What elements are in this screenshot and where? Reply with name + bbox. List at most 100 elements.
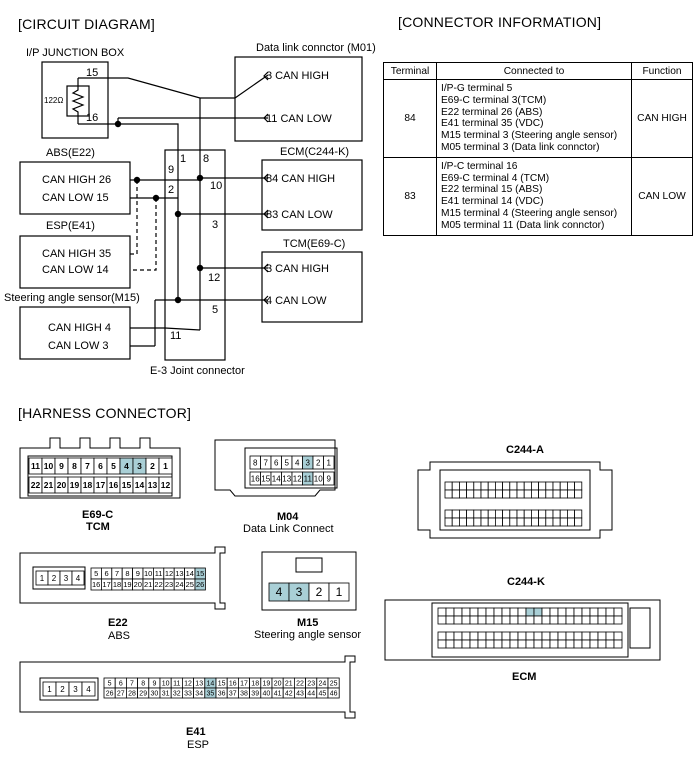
pin-label: 27 [117,690,125,697]
pin-cell [545,517,554,527]
pin-label: 2 [60,685,65,694]
pin-label: 35 [207,690,215,697]
pin-cell [493,631,503,641]
pin-cell [453,631,463,641]
pin-label: 16 [109,480,119,490]
pin-cell [516,489,525,499]
pin-cell [545,509,554,519]
pin-label: 28 [128,690,136,697]
pin-cell [437,615,447,625]
pin-label: 11 [31,461,40,471]
pin-cell [589,631,599,641]
pin-label: 1 [336,585,343,599]
pin-label: 4 [295,458,300,467]
pin-cell [480,509,489,519]
pin-cell [613,615,623,625]
pin-cell [545,489,554,499]
pin-cell [549,639,559,649]
pin-cell [477,615,487,625]
pin-cell [531,481,540,491]
pin-cell [194,578,206,591]
pin-label: 18 [113,580,121,589]
pin-cell [549,615,559,625]
circuit-diagram-heading: [CIRCUIT DIAGRAM] [18,16,155,32]
harness-connector-heading: [HARNESS CONNECTOR] [18,405,192,421]
pin-label: 15 [261,474,270,483]
jc-pin: 3 [212,219,219,231]
pin-cell [487,481,496,491]
pin-label: 16 [229,680,237,687]
pin-label: 15 [122,480,132,490]
pin-label: 19 [70,480,80,490]
conn-line: E41 terminal 14 (VDC) [441,196,544,208]
pin-cell [565,631,575,641]
tcm-title: TCM(E69-C) [283,238,346,250]
pin-cell [437,607,447,617]
pin-cell [458,489,467,499]
pin-cell [71,570,85,586]
pin-cell [516,481,525,491]
conn-line: M05 terminal 3 (Data link connctor) [441,141,600,153]
pin-cell [509,517,518,527]
pin-label: 12 [161,480,171,490]
ip-pin-16: 16 [86,112,99,124]
pin-label: 37 [229,690,237,697]
pin-label: 16 [251,474,260,483]
connector-info-table: Terminal Connected to Function 84 I/P-G … [383,62,693,236]
function-cell: CAN LOW [631,156,693,236]
esp-can-low: CAN LOW 14 [42,264,109,276]
pin-cell [525,615,535,625]
pin-cell [473,517,482,527]
pin-cell [597,607,607,617]
pin-cell [485,615,495,625]
pin-label: 9 [327,474,332,483]
sas-can-high: CAN HIGH 4 [48,322,111,334]
pin-label: 3 [73,685,78,694]
pin-cell [517,631,527,641]
pin-cell [501,607,511,617]
pin-cell [597,639,607,649]
pin-label: 22 [31,480,41,490]
pin-cell [541,615,551,625]
pin-cell [567,517,576,527]
pin-cell [453,615,463,625]
pin-cell [597,631,607,641]
e41-left-frame [39,677,99,701]
ip-junction-box-label: I/P JUNCTION BOX [26,47,125,59]
pin-cell [502,481,511,491]
pin-cell [509,639,519,649]
m04-sub: Data Link Connect [243,523,334,535]
pin-label: 18 [83,480,93,490]
pin-cell [328,582,350,602]
pin-cell [453,607,463,617]
pin-label: 21 [285,680,293,687]
ecm-can-high: 84 CAN HIGH [266,173,336,185]
pin-cell [493,639,503,649]
pin-cell [509,489,518,499]
pin-cell [451,517,460,527]
e22-sub: ABS [108,630,131,642]
m15-latch [295,557,323,573]
pin-label: 13 [175,569,183,578]
pin-cell [525,639,535,649]
pin-label: 14 [207,680,215,687]
pin-cell [509,481,518,491]
pin-label: 12 [184,680,192,687]
pin-label: 6 [98,461,103,471]
pin-label: 2 [150,461,155,471]
pin-cell [565,639,575,649]
pin-label: 7 [115,569,119,578]
pin-cell [574,517,583,527]
pin-label: 5 [108,680,112,687]
tcm-box [261,251,363,323]
pin-label: 4 [124,461,129,471]
pin-cell [158,476,173,494]
pin-cell [493,615,503,625]
e22-left-frame [32,566,86,590]
pin-label: 11 [173,680,180,687]
pin-cell [487,509,496,519]
pin-cell [523,489,532,499]
m15-name: M15 [297,617,319,629]
pin-label: 17 [96,480,106,490]
pin-label: 23 [307,680,315,687]
